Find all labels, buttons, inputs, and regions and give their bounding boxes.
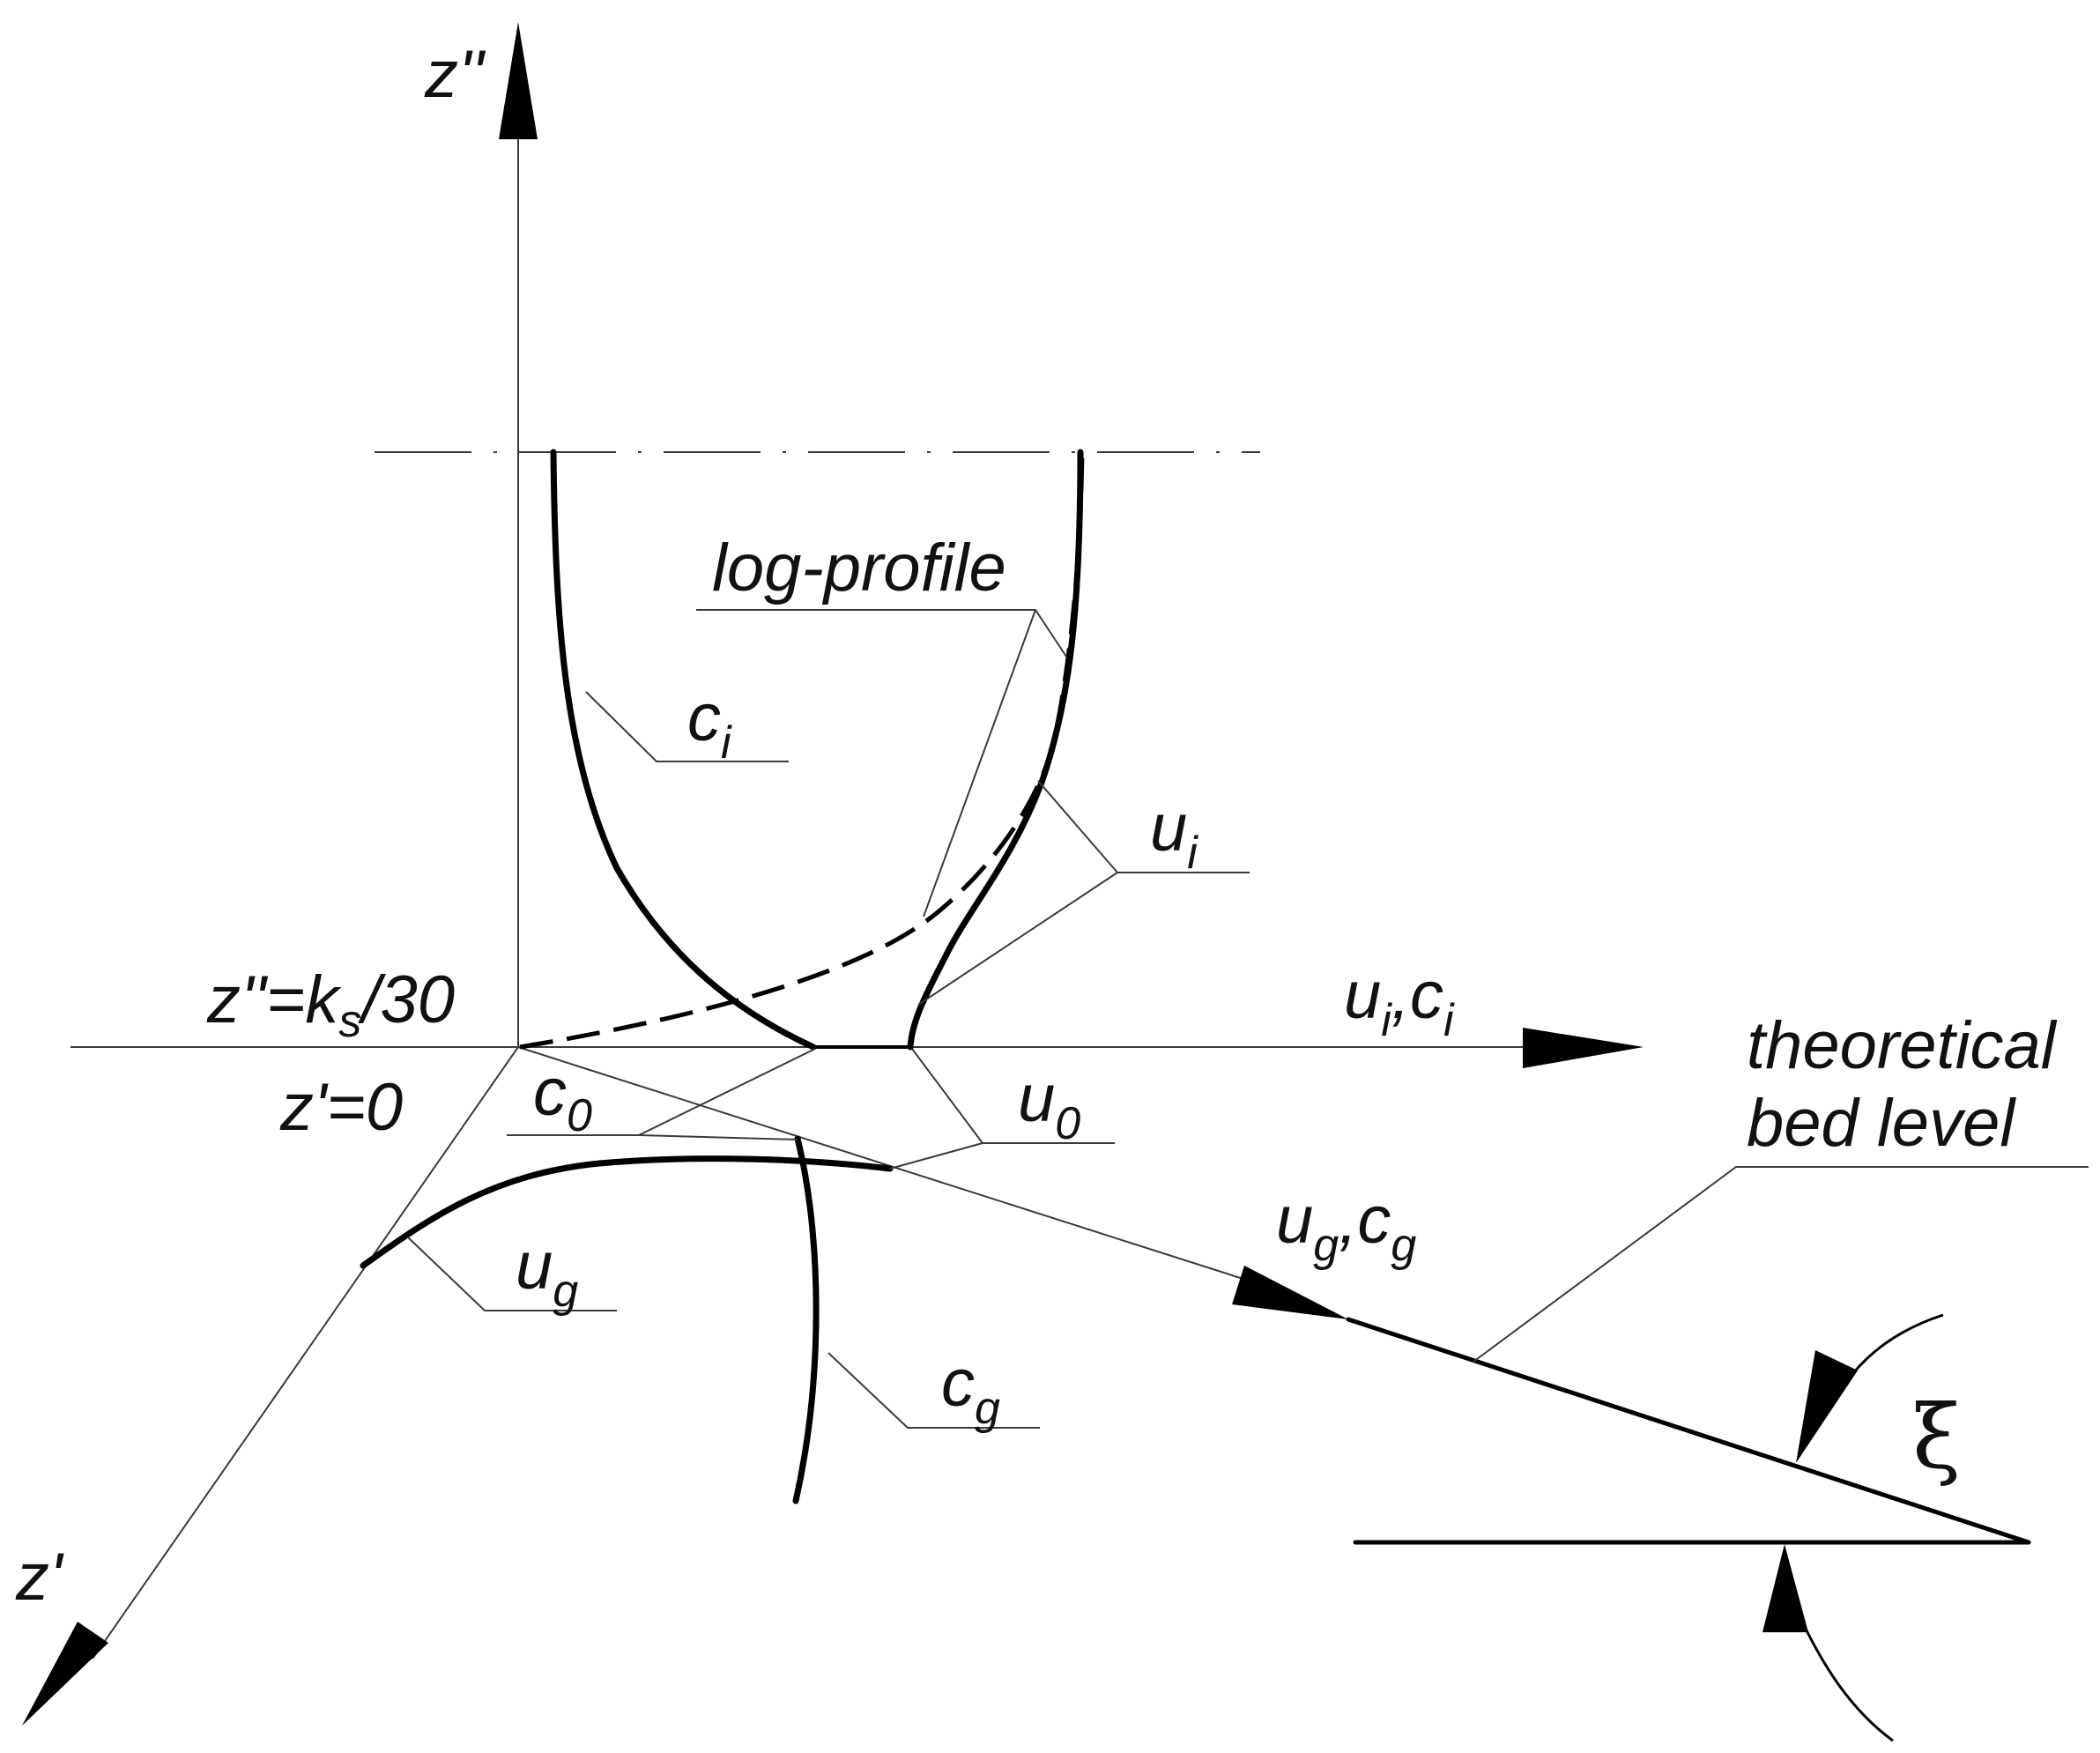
ug-velocity-profile xyxy=(360,1155,894,1269)
ui-ci-mid: , xyxy=(1391,958,1410,1033)
z-prime-zero-label: z'=0 xyxy=(279,1070,403,1145)
log-profile-label: log-profile xyxy=(712,531,1006,605)
ug-cg-axis-label: ug,cg xyxy=(1276,1183,1416,1271)
ug-cg-b2: c xyxy=(1357,1183,1391,1258)
u0-base: u xyxy=(1018,1061,1055,1136)
c0-label: c0 xyxy=(533,1055,592,1141)
ug-label: ug xyxy=(516,1229,578,1317)
ks-level-sub: s xyxy=(338,996,361,1047)
ui-ci-b1: u xyxy=(1344,958,1381,1033)
z-double-prime-axis-arrowhead xyxy=(499,22,538,139)
ks-level-tail: /30 xyxy=(357,962,455,1037)
bed-geometry xyxy=(1346,1313,2031,1742)
angle-arrowhead-lower xyxy=(1762,1544,1808,1632)
ui-leader-branch xyxy=(917,872,1118,1006)
ci-leader xyxy=(585,691,789,762)
axes xyxy=(22,22,1644,1726)
ci-sub: i xyxy=(721,717,732,769)
ui-base: u xyxy=(1150,791,1187,865)
horizontal-axis-arrowhead xyxy=(1523,1028,1644,1068)
c0-sub: 0 xyxy=(567,1090,592,1141)
c0-base: c xyxy=(533,1055,567,1130)
ci-base: c xyxy=(687,680,721,755)
cg-concentration-profile xyxy=(792,1135,820,1504)
bed-level-leader xyxy=(1473,1166,2089,1363)
cg-label: cg xyxy=(941,1346,1000,1434)
ui-ci-s1: i xyxy=(1381,995,1392,1046)
ug-cg-b1: u xyxy=(1276,1183,1313,1258)
ui-sub: i xyxy=(1187,828,1198,879)
bed-level-label-line2: bed level xyxy=(1747,1086,2016,1161)
ug-sub: g xyxy=(553,1266,578,1317)
c0-leader-branch xyxy=(638,1134,798,1140)
angle-arrowhead-upper xyxy=(1796,1350,1858,1463)
u0-label: u0 xyxy=(1018,1061,1080,1149)
ug-cg-s2: g xyxy=(1391,1220,1416,1271)
profiles xyxy=(360,449,1085,1504)
bed-level-label-line1: theoretical xyxy=(1747,1008,2058,1083)
ui-label: ui xyxy=(1150,791,1198,879)
z-prime-axis-arrowhead xyxy=(22,1622,108,1726)
labels: z'' z' z''=ks/30 z'=0 log-profile ci ui … xyxy=(15,37,2058,1615)
ug-cg-s1: g xyxy=(1313,1220,1339,1271)
z-double-prime-label: z'' xyxy=(424,37,486,112)
ug-leader xyxy=(406,1236,617,1311)
ui-ci-s2: i xyxy=(1443,995,1455,1046)
ui-ci-b2: c xyxy=(1410,958,1443,1033)
ui-ci-axis-label: ui,ci xyxy=(1344,958,1455,1046)
u0-sub: 0 xyxy=(1055,1098,1080,1149)
ks-level-label: z''=ks/30 xyxy=(206,962,455,1047)
cg-base: c xyxy=(941,1346,975,1421)
ui-leader xyxy=(1037,780,1250,873)
z-prime-axis-line xyxy=(92,1046,519,1660)
bed-direction-axis-line xyxy=(517,1046,1252,1282)
angle-xi-label: ξ xyxy=(1912,1385,1961,1489)
bed-direction-axis-arrowhead xyxy=(1232,1266,1348,1319)
theoretical-bed-line xyxy=(1346,1317,2031,1545)
cg-sub: g xyxy=(975,1383,1000,1434)
z-prime-label: z' xyxy=(15,1540,64,1615)
leader-lines xyxy=(406,609,2089,1429)
log-profile-leader xyxy=(696,609,1067,657)
log-profile-leader-branch xyxy=(923,609,1036,917)
ks-level-base: z''=k xyxy=(206,962,342,1037)
log-profile-dashed-curve xyxy=(519,451,1085,1050)
angle-arc-lower xyxy=(1805,1630,1894,1742)
cg-leader xyxy=(827,1352,1040,1429)
ug-base: u xyxy=(516,1229,553,1304)
ci-label: ci xyxy=(687,680,732,769)
u0-leader xyxy=(911,1048,1115,1144)
u0-leader-branch xyxy=(889,1142,983,1170)
ug-cg-mid: , xyxy=(1339,1183,1357,1258)
